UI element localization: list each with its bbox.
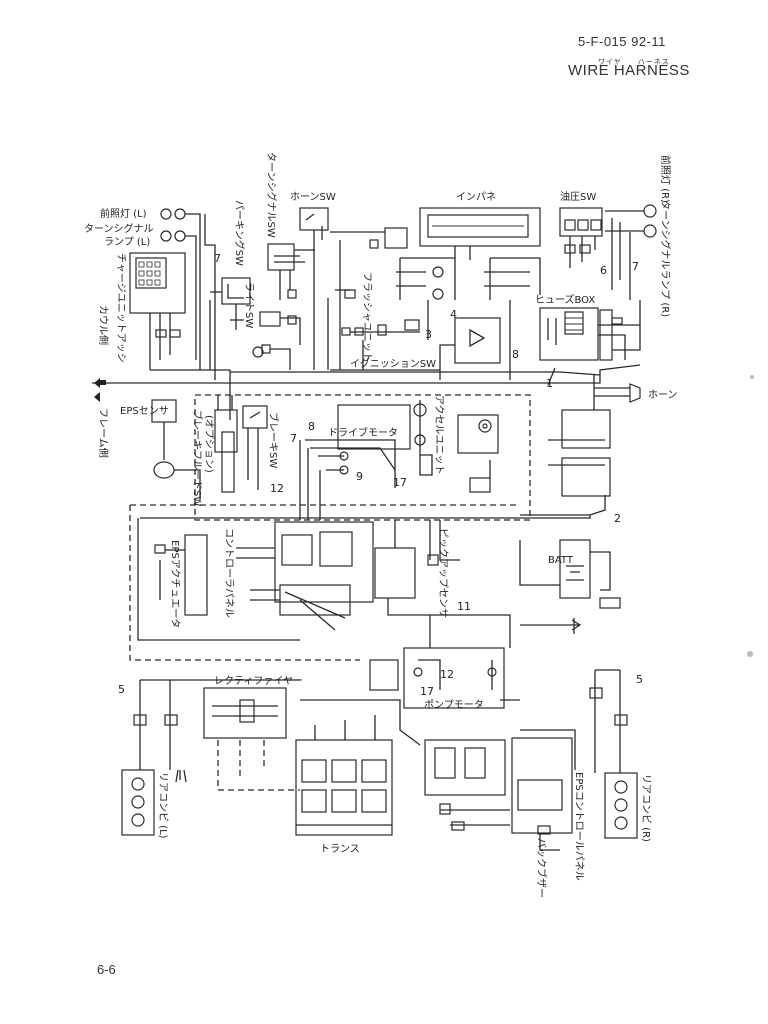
label-brake-fluid-sw: ブレーキフルードSW (191, 410, 204, 506)
label-pickup-sensor: ピックアップセンサ (437, 528, 449, 618)
label-headlight-l: 前照灯 (L) (100, 207, 147, 220)
instrument-panel (396, 207, 541, 380)
label-controller-panel: コントローラパネル (223, 528, 235, 618)
label-turn-signal-sw: ターンシグナルSW (265, 152, 278, 238)
horn-component (593, 375, 641, 410)
label-ignition-sw: イグニッションSW (350, 357, 436, 370)
cowl-frame-divider (92, 378, 560, 402)
scan-speck (750, 375, 754, 379)
scan-speck (747, 651, 753, 657)
wire-number-1: 1 (546, 377, 553, 390)
title-ruby: ワイヤ ハーネス (598, 59, 670, 66)
label-frame-side: フレーム側 (97, 408, 110, 458)
diagram-labels: 前照灯 (L) ターンシグナル ランプ (L) チャージユニットアッシ カウル側… (84, 152, 678, 898)
label-eps-actuator: EPSアクチュエータ (169, 540, 181, 628)
label-horn: ホーン (648, 389, 678, 401)
flasher-unit (327, 227, 420, 370)
label-light-sw: ライトSW (243, 282, 255, 328)
back-buzzer (537, 825, 560, 851)
label-back-buzzer: バックブザー (535, 838, 548, 898)
label-horn-sw: ホーンSW (290, 191, 336, 203)
right-connectors (520, 409, 611, 516)
wire-number-5-right: 5 (636, 673, 643, 686)
label-parking-sw: パーキングSW (233, 200, 246, 266)
headlight-r-group (605, 204, 657, 300)
parking-sw (209, 277, 251, 370)
wire-number-8-mid: 8 (308, 420, 315, 433)
label-eps-sensor: EPSセンサ (120, 405, 169, 417)
wire-number-8-top: 8 (512, 348, 519, 361)
eps-actuator (154, 534, 208, 616)
rear-combi-l (121, 679, 300, 836)
label-transformer: トランス (320, 843, 360, 855)
label-turn-signal-r: ターンシグナルランプ (R) (659, 200, 672, 317)
wire-number-5-left: 5 (118, 683, 125, 696)
wire-number-3: 3 (425, 328, 432, 341)
page-title: WIRE HARNESS (568, 62, 690, 79)
label-option: (オプション) (203, 415, 215, 473)
oil-pressure-sw (559, 207, 603, 268)
rear-combi-r (589, 669, 638, 839)
label-batt: BATT (548, 555, 574, 566)
wire-loop-2 (129, 504, 591, 661)
label-rear-combi-r: リアコンビ (R) (640, 774, 652, 842)
controller-panel (236, 520, 416, 631)
label-flasher-unit: フラッシャユニット (361, 272, 373, 362)
label-oil-pressure-sw: 油圧SW (560, 190, 596, 203)
rectifier (203, 687, 300, 791)
pump-motor (369, 614, 520, 709)
wire-number-12-right: 12 (440, 668, 454, 681)
fuse-box (539, 307, 640, 361)
document-code: 5-F-015 92-11 (578, 34, 666, 49)
label-turn-signal-l-2: ランプ (L) (104, 236, 150, 248)
wire-number-7-mid: 7 (290, 432, 297, 445)
label-accel-unit: アクセルユニット (433, 395, 445, 475)
label-brake-sw: ブレーキSW (267, 412, 280, 468)
eps-control-panel (424, 729, 576, 834)
wire-numbers: 1 2 3 4 5 5 6 7 7 7 8 8 9 11 12 12 17 17 (118, 252, 643, 698)
label-turn-signal-l-1: ターンシグナル (84, 222, 154, 235)
wire-number-4: 4 (450, 308, 457, 321)
headlight-l-group (160, 208, 216, 380)
wire-number-2: 2 (614, 512, 621, 525)
brake-fluid-sw (194, 394, 531, 521)
drive-motor (299, 404, 411, 520)
label-drive-motor: ドライブモータ (328, 426, 398, 439)
label-pump-motor: ポンプモータ (424, 699, 484, 711)
light-sw (252, 289, 301, 370)
label-cowl-side: カウル側 (97, 305, 110, 345)
wire-number-17-top: 17 (393, 476, 407, 489)
label-rectifier: レクティファイヤー (214, 675, 303, 687)
wire-number-7-right: 7 (632, 260, 639, 273)
label-eps-control-panel: EPSコントロールパネル (573, 772, 585, 881)
horn-sw (299, 207, 329, 370)
ignition-sw (330, 319, 440, 371)
charge-unit (129, 252, 186, 370)
label-instrument-panel: インパネ (456, 191, 496, 203)
wire-number-12-left: 12 (270, 482, 284, 495)
page-number: 6-6 (97, 962, 116, 977)
wire-number-7-left: 7 (214, 252, 221, 265)
wire-number-6: 6 (600, 264, 607, 277)
label-headlight-r: 前照灯 (R) (659, 155, 672, 203)
label-fuse-box: ヒューズBOX (535, 293, 595, 306)
eps-sensor (151, 399, 201, 500)
label-charge-unit: チャージユニットアッシ (115, 253, 127, 363)
turn-signal-sw (267, 243, 315, 300)
accel-unit (413, 400, 499, 493)
wire-number-9: 9 (356, 470, 363, 483)
main-harness (150, 300, 641, 420)
transformer (295, 699, 421, 836)
wire-number-17-bottom: 17 (420, 685, 434, 698)
battery (519, 539, 621, 634)
diode-block (439, 317, 501, 380)
pickup-sensor (427, 520, 460, 566)
label-rear-combi-l: リアコンビ (L) (157, 772, 169, 839)
brake-sw (242, 405, 268, 490)
wire-number-11: 11 (457, 600, 471, 613)
